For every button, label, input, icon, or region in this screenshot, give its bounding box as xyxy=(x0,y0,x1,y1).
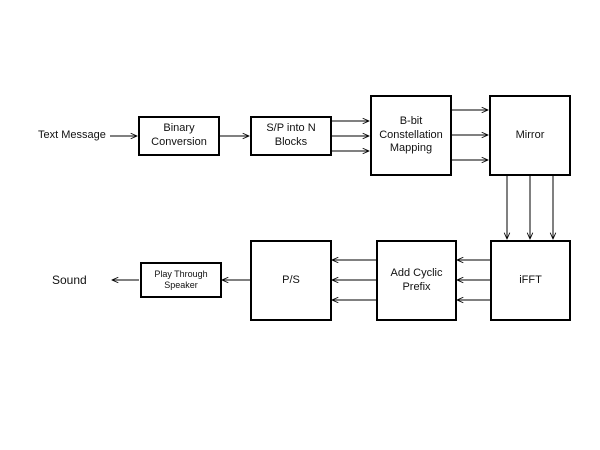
ps-label: P/S xyxy=(282,273,300,286)
arrows-sp-to-constellation xyxy=(332,121,369,151)
mirror-block: Mirror xyxy=(489,95,571,176)
arrows-constellation-to-mirror xyxy=(452,110,488,160)
arrows-cyclic-prefix-to-ps xyxy=(332,260,376,300)
text-message-label: Text Message xyxy=(38,129,106,141)
constellation-mapping-label: B-bit Constellation Mapping xyxy=(379,114,443,155)
play-through-speaker-block: Play Through Speaker xyxy=(140,262,222,298)
arrows-mirror-to-ifft xyxy=(507,176,553,239)
add-cyclic-prefix-block: Add Cyclic Prefix xyxy=(376,240,457,321)
constellation-mapping-block: B-bit Constellation Mapping xyxy=(370,95,452,176)
ifft-label: iFFT xyxy=(519,273,542,286)
sp-into-n-blocks-label: S/P into N Blocks xyxy=(266,122,316,148)
play-through-speaker-label: Play Through Speaker xyxy=(154,268,208,290)
arrows-ifft-to-cyclic-prefix xyxy=(457,260,490,300)
ifft-block: iFFT xyxy=(490,240,571,321)
ps-block: P/S xyxy=(250,240,332,321)
binary-conversion-label: Binary Conversion xyxy=(151,122,207,148)
sound-label: Sound xyxy=(52,273,87,287)
mirror-label: Mirror xyxy=(515,128,545,141)
add-cyclic-prefix-label: Add Cyclic Prefix xyxy=(390,266,443,293)
sp-into-n-blocks-block: S/P into N Blocks xyxy=(250,116,332,156)
binary-conversion-block: Binary Conversion xyxy=(138,116,220,156)
